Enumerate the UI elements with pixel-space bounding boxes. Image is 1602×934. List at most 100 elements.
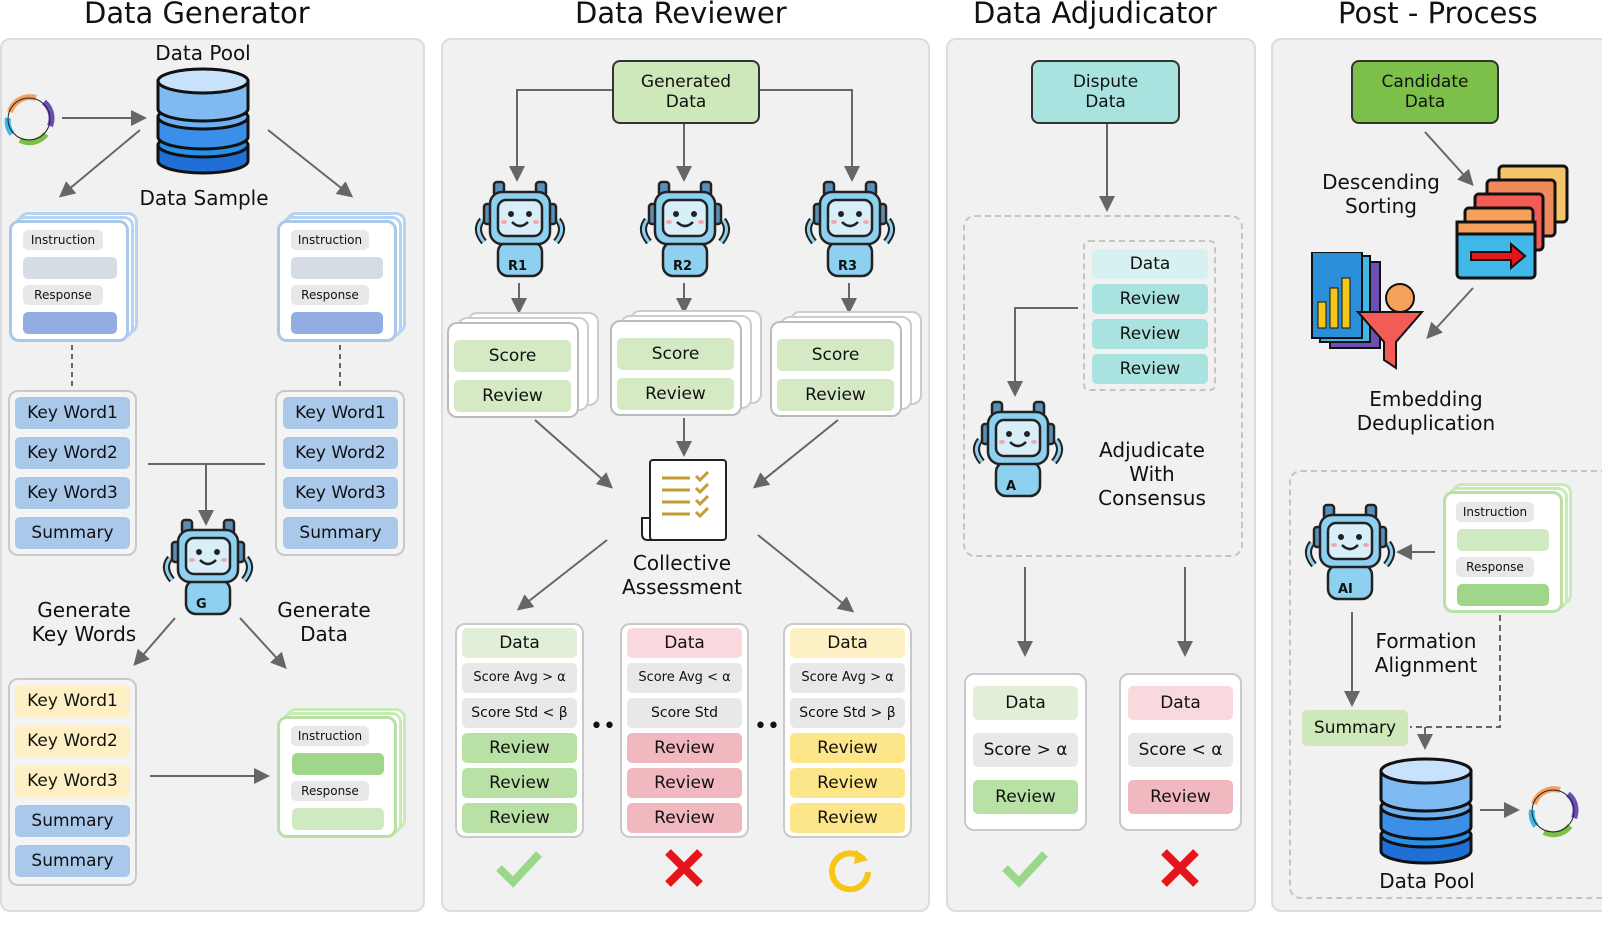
keyword-box: Key Word3 <box>283 477 398 509</box>
keyword-box: Key Word3 <box>15 765 130 797</box>
generated-data-box: Generated Data <box>612 60 760 124</box>
cycle-icon <box>1524 782 1582 844</box>
score-std-item: Score Std < β <box>462 698 577 728</box>
generate-data-label: Generate Data <box>277 598 371 646</box>
keyword-box: Key Word2 <box>283 437 398 469</box>
instruction-label: Instruction <box>1456 502 1534 522</box>
data-item: Data <box>462 628 577 658</box>
summary-box: Summary <box>15 805 130 837</box>
instruction-bar <box>1457 529 1549 551</box>
ellipsis-dots: •• <box>754 714 780 739</box>
data-item: Data <box>1128 686 1233 720</box>
data-sample-label: Data Sample <box>139 186 269 210</box>
data-item: Data <box>627 628 742 658</box>
review-item: Review <box>1128 780 1233 814</box>
robot-label: G <box>196 597 207 612</box>
robot-g-icon: G <box>158 518 258 622</box>
review-item: Review <box>790 733 905 763</box>
panel-title-post: Post - Process <box>1338 0 1538 30</box>
data-item: Data <box>790 628 905 658</box>
response-bar <box>23 312 117 334</box>
review-item: Review <box>627 768 742 798</box>
score-avg-item: Score Avg > α <box>790 663 905 693</box>
response-bar <box>292 808 384 830</box>
response-label: Response <box>291 781 369 801</box>
database-icon <box>155 65 251 181</box>
sorting-label: Descending Sorting <box>1322 170 1440 218</box>
instruction-label: Instruction <box>291 726 369 746</box>
dispute-review-item: Review <box>1092 354 1208 384</box>
dispute-data-item: Data <box>1092 249 1208 279</box>
keyword-box: Key Word1 <box>15 397 130 429</box>
panel-title-generator: Data Generator <box>84 0 310 30</box>
score-avg-item: Score Avg < α <box>627 663 742 693</box>
cycle-icon <box>0 90 58 152</box>
panel-title-reviewer: Data Reviewer <box>575 0 787 30</box>
robot-r3-icon: R3 <box>800 180 900 284</box>
adjudicate-label: Adjudicate With Consensus <box>1098 438 1206 510</box>
ellipsis-dots: •• <box>590 714 616 739</box>
dispute-review-item: Review <box>1092 319 1208 349</box>
keyword-box: Key Word2 <box>15 437 130 469</box>
instruction-label: Instruction <box>291 230 369 250</box>
instruction-bar <box>291 257 383 279</box>
keyword-box: Key Word1 <box>283 397 398 429</box>
review-item: Review <box>454 380 571 412</box>
robot-label: AI <box>1338 582 1353 597</box>
summary-box: Summary <box>283 517 398 549</box>
robot-r1-icon: R1 <box>470 180 570 284</box>
review-item: Review <box>790 803 905 833</box>
summary-box: Summary <box>15 517 130 549</box>
response-label: Response <box>291 285 369 305</box>
collective-assessment-label: Collective Assessment <box>622 551 742 599</box>
robot-label: A <box>1006 479 1016 494</box>
dispute-review-item: Review <box>1092 284 1208 314</box>
robot-label: R3 <box>838 259 857 274</box>
instruction-bar <box>292 753 384 775</box>
summary-box: Summary <box>15 845 130 877</box>
dispute-data-box: Dispute Data <box>1031 60 1180 124</box>
checklist-document-icon <box>632 458 728 546</box>
review-item: Review <box>790 768 905 798</box>
sorted-windows-icon <box>1455 164 1569 280</box>
robot-label: R1 <box>508 259 527 274</box>
review-item: Review <box>627 803 742 833</box>
review-item: Review <box>627 733 742 763</box>
score-item: Score <box>777 339 894 371</box>
summary-box: Summary <box>1302 710 1408 746</box>
alignment-area <box>1289 470 1602 899</box>
keyword-box: Key Word1 <box>15 685 130 717</box>
score-avg-item: Score Avg > α <box>462 663 577 693</box>
response-label: Response <box>1456 557 1534 577</box>
score-std-item: Score Std > β <box>790 698 905 728</box>
data-pool-label: Data Pool <box>1379 869 1475 893</box>
keyword-box: Key Word2 <box>15 725 130 757</box>
response-label: Response <box>23 285 103 305</box>
retry-icon <box>829 850 871 892</box>
data-pool-label: Data Pool <box>155 41 251 65</box>
review-item: Review <box>617 378 734 410</box>
score-item: Score < α <box>1128 733 1233 767</box>
database-icon <box>1378 755 1474 871</box>
score-std-item: Score Std <box>627 698 742 728</box>
dedup-funnel-icon <box>1311 252 1425 370</box>
x-icon <box>1161 849 1199 887</box>
review-item: Review <box>777 379 894 411</box>
review-item: Review <box>462 803 577 833</box>
candidate-data-box: Candidate Data <box>1351 60 1499 124</box>
check-icon <box>1002 851 1048 888</box>
review-item: Review <box>462 768 577 798</box>
robot-a-icon: A <box>968 400 1068 504</box>
score-item: Score <box>617 338 734 370</box>
response-bar <box>1457 584 1549 606</box>
x-icon <box>665 849 703 887</box>
panel-title-adjudicator: Data Adjudicator <box>973 0 1217 30</box>
check-icon <box>496 851 542 888</box>
robot-label: R2 <box>673 259 692 274</box>
instruction-bar <box>23 257 117 279</box>
keyword-box: Key Word3 <box>15 477 130 509</box>
response-bar <box>291 312 383 334</box>
dispute-stack <box>1083 240 1216 391</box>
robot-r2-icon: R2 <box>635 180 735 284</box>
